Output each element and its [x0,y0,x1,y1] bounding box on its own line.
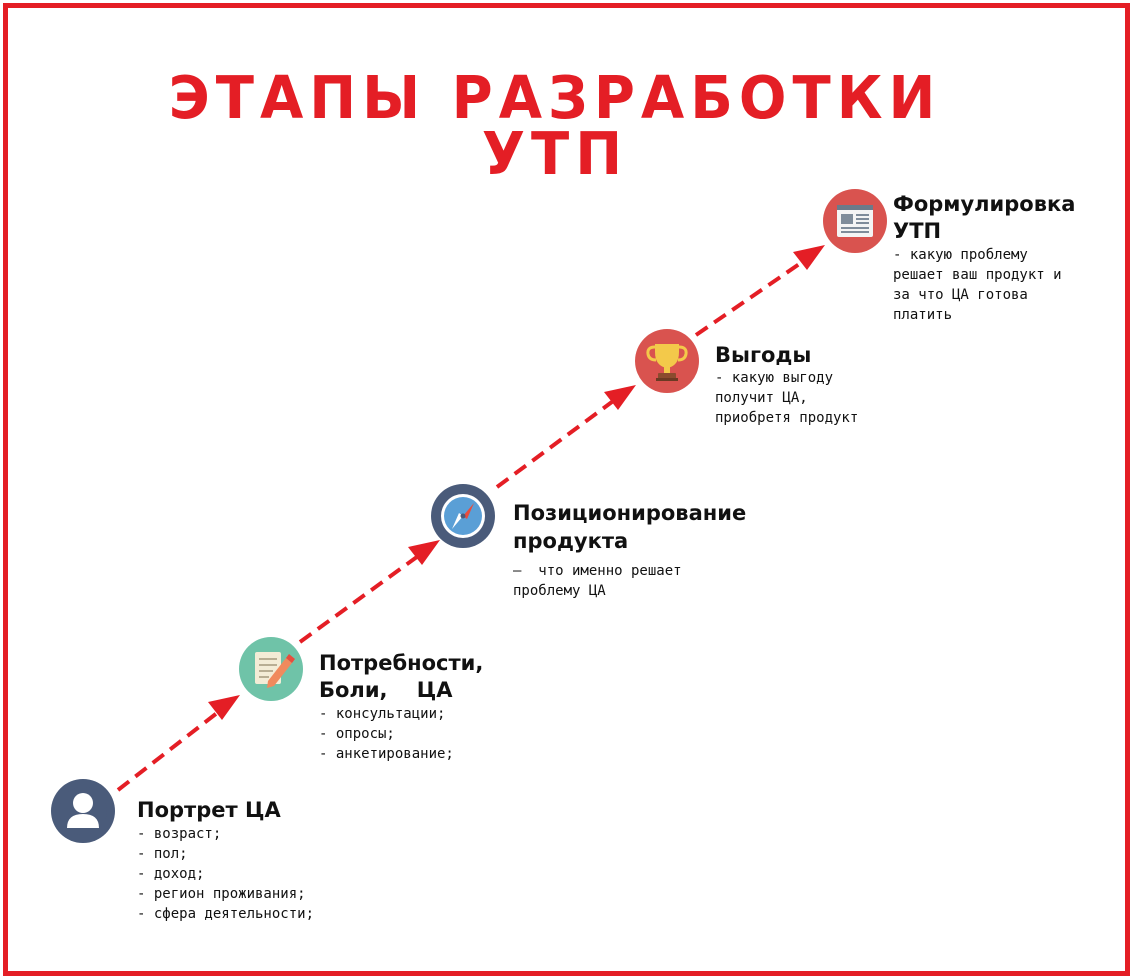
list-item: - регион проживания; [137,886,306,902]
stage-2-title-line2: Боли, ЦА [319,678,453,702]
newspaper-icon [823,189,887,253]
arrowhead-2 [408,540,440,565]
list-item: решает ваш продукт и [893,267,1062,283]
stage-5-items: - какую проблему решает ваш продукт и за… [893,245,1062,325]
arrowhead-3 [604,385,636,410]
arrow-1 [116,704,228,792]
arrowhead-1 [208,695,240,720]
stage-4-items: - какую выгоду получит ЦА, приобретя про… [715,368,858,428]
list-item: - опросы; [319,726,395,742]
list-item: платить [893,307,953,323]
list-item: - сфера деятельности; [137,906,315,922]
stage-1-items: - возраст; - пол; - доход; - регион прож… [137,824,314,924]
list-item: - какую выгоду [715,370,834,386]
arrow-3 [495,394,622,489]
list-item: приобретя продукт [715,410,859,426]
stage-5-title-line1: Формулировка [893,192,1076,216]
list-item: – что именно решает [513,563,682,579]
stage-2-items: - консультации; - опросы; - анкетировани… [319,704,454,764]
stage-3-items: – что именно решает проблему ЦА [513,561,682,601]
list-item: за что ЦА готова [893,287,1028,303]
list-item: получит ЦА, [715,390,808,406]
page-title-line2: УТП [481,120,629,189]
list-item: - возраст; [137,826,222,842]
user-icon [51,779,115,843]
stage-4-title: Выгоды [715,343,812,367]
red-frame [3,3,1130,976]
arrow-2 [298,549,427,644]
stage-1-title: Портрет ЦА [137,798,281,822]
stage-3-title-line1: Позиционирование [513,501,747,525]
stage-2-title-line1: Потребности, [319,651,484,675]
compass-icon [431,484,495,548]
arrowhead-4 [793,245,825,270]
page-title-line1: ЭТАПЫ РАЗРАБОТКИ [168,64,942,133]
notepad-pencil-icon [239,637,303,701]
arrow-4 [694,256,810,337]
list-item: - консультации; [319,706,446,722]
stage-3-title-line2: продукта [513,529,629,553]
list-item: - доход; [137,866,205,882]
list-item: - какую проблему [893,247,1028,263]
list-item: проблему ЦА [513,583,606,599]
list-item: - анкетирование; [319,746,454,762]
stage-5-title-line2: УТП [893,219,942,243]
trophy-icon [635,329,699,393]
list-item: - пол; [137,846,188,862]
